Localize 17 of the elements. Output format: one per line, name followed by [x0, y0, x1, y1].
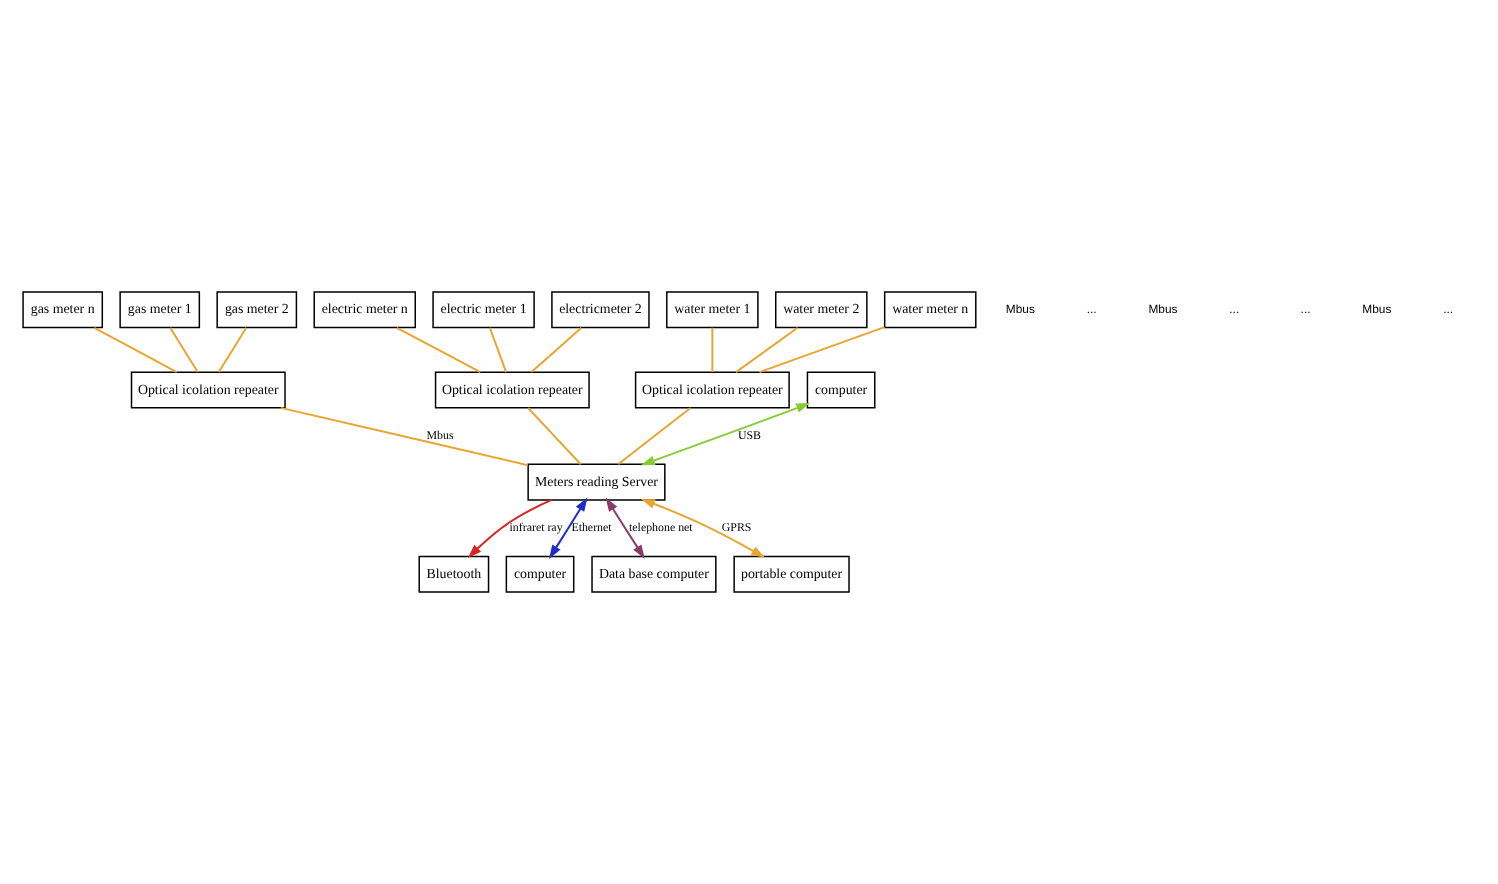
arrow	[641, 498, 766, 558]
arrow	[640, 403, 811, 466]
connector	[530, 326, 583, 374]
arrow	[605, 497, 645, 559]
connector	[758, 326, 886, 374]
connector	[279, 406, 529, 467]
connector	[734, 326, 799, 374]
arrow	[467, 499, 553, 558]
connector	[488, 326, 508, 374]
connector	[527, 406, 582, 466]
connector	[617, 406, 692, 466]
connector	[711, 326, 714, 374]
arrow	[549, 497, 588, 559]
connector	[93, 326, 178, 374]
connector	[395, 326, 482, 374]
connector	[217, 326, 248, 374]
connector	[169, 326, 199, 374]
